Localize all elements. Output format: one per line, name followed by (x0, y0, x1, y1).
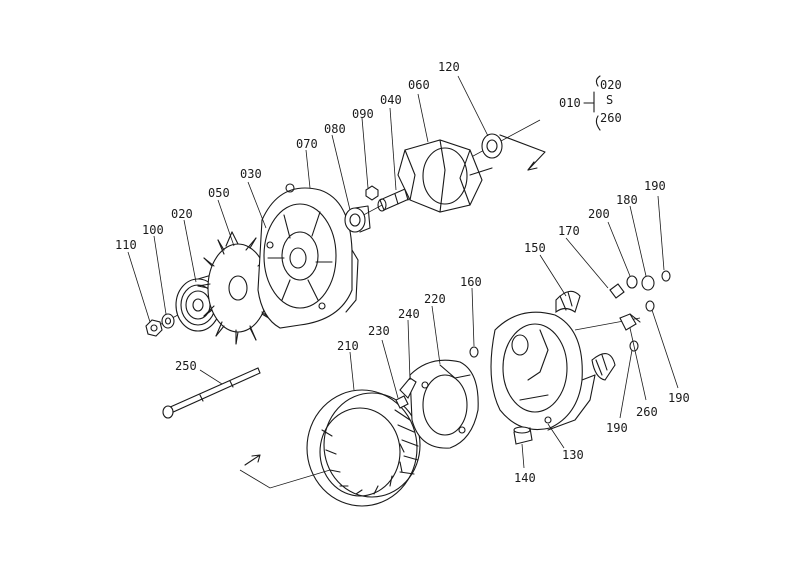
label-070: 070 (296, 137, 318, 151)
bearing-120 (481, 133, 503, 159)
leader-lines (127, 75, 679, 469)
label-210: 210 (337, 339, 359, 353)
regulator-170 (609, 283, 625, 299)
label-250: 250 (175, 359, 197, 373)
part-labels: 110 100 020 050 030 070 080 090 040 060 … (115, 60, 690, 485)
legend-bracket (583, 91, 595, 113)
rotor-060 (397, 139, 493, 213)
legend-brace (595, 75, 601, 131)
legend: 010 020 S 260 (559, 75, 622, 131)
bearing-080 (344, 205, 371, 233)
terminal-230 (395, 395, 409, 409)
label-200: 200 (588, 207, 610, 221)
stator-210 (306, 389, 421, 507)
label-240: 240 (398, 307, 420, 321)
label-170: 170 (558, 224, 580, 238)
nut-090 (365, 185, 379, 201)
bushing-140 (513, 426, 533, 445)
washer-100 (161, 313, 175, 329)
label-060: 060 (408, 78, 430, 92)
label-140: 140 (514, 471, 536, 485)
lower-direction-line (239, 469, 331, 489)
label-100: 100 (142, 223, 164, 237)
label-230: 230 (368, 324, 390, 338)
label-050: 050 (208, 186, 230, 200)
label-160: 160 (460, 275, 482, 289)
nut-160 (469, 346, 479, 358)
label-110: 110 (115, 238, 137, 252)
label-260: 260 (636, 405, 658, 419)
legend-range-end: 260 (600, 111, 622, 125)
legend-range-start: 020 (600, 78, 622, 92)
front-housing-030 (257, 183, 359, 329)
shield-150 (555, 290, 581, 314)
nut-190-top (661, 270, 671, 282)
lower-direction-arrow (244, 454, 261, 466)
bracket-240 (399, 377, 417, 399)
rectifier-220 (409, 359, 479, 449)
label-020: 020 (171, 207, 193, 221)
legend-range-sep: S (606, 93, 613, 107)
label-150: 150 (524, 241, 546, 255)
rear-housing-130 (490, 311, 596, 431)
bolt-250 (162, 367, 261, 419)
bracket-260 (619, 313, 641, 331)
label-130: 130 (562, 448, 584, 462)
label-220: 220 (424, 292, 446, 306)
nut-110 (145, 319, 163, 337)
label-090: 090 (352, 107, 374, 121)
upper-direction-arrow (499, 134, 546, 171)
label-190-bottom: 190 (606, 421, 628, 435)
label-190-top: 190 (644, 179, 666, 193)
label-030: 030 (240, 167, 262, 181)
upper-arrow-head (527, 161, 538, 171)
legend-root-label: 010 (559, 96, 581, 110)
label-190-right: 190 (668, 391, 690, 405)
label-180: 180 (616, 193, 638, 207)
nut-200 (626, 275, 638, 289)
label-080: 080 (324, 122, 346, 136)
nut-190-middle (645, 300, 655, 312)
rear-fins (591, 353, 616, 381)
label-120: 120 (438, 60, 460, 74)
label-040: 040 (380, 93, 402, 107)
spacer-180 (641, 275, 655, 291)
